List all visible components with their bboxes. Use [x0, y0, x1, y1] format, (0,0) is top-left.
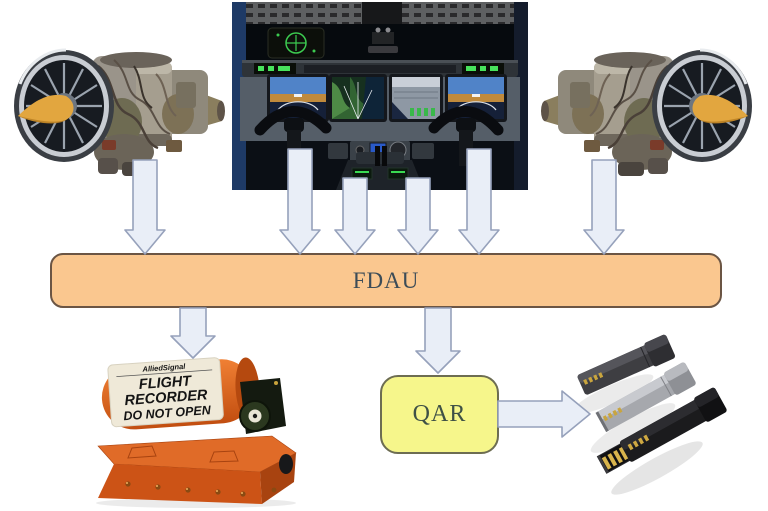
underwater-locator-beacon [239, 378, 286, 434]
fdau-box: FDAU [50, 253, 722, 308]
fdau-label: FDAU [352, 267, 420, 293]
cabin-wall-left [232, 2, 246, 190]
display-nav-map [329, 74, 387, 122]
jet-engine-right-photo [539, 48, 754, 178]
windshield-center-post [368, 27, 398, 53]
base-connector [279, 454, 293, 474]
recorder-brand: AlliedSignal [141, 362, 186, 374]
cockpit-panel-photo [232, 2, 528, 190]
usb-stick-dark-gray [577, 334, 676, 395]
usb-stick-black [596, 387, 727, 474]
glareshield [242, 60, 518, 77]
standby-compass [267, 27, 325, 59]
qar-label: QAR [412, 401, 467, 427]
recorder-label-line3: DO NOT OPEN [123, 403, 212, 423]
usb-drives-photo [573, 334, 727, 495]
qar-box: QAR [380, 375, 499, 454]
jet-engine-left-photo [12, 48, 227, 178]
recorder-label-line2: RECORDER [124, 387, 208, 409]
recorder-label-line1: FLIGHT [138, 373, 192, 393]
arrow-fdau-to-recorder [170, 307, 216, 359]
recorder-cylinder: AlliedSignal FLIGHT RECORDER DO NOT OPEN [101, 357, 260, 430]
usb-stick-silver [595, 362, 696, 433]
cabin-wall-right [514, 2, 528, 190]
flight-recorder-photo: AlliedSignal FLIGHT RECORDER DO NOT OPEN [96, 357, 297, 508]
recorder-base-tray [97, 435, 297, 504]
display-systems [389, 74, 443, 122]
overhead-panel [246, 2, 514, 24]
arrow-fdau-to-qar [415, 307, 461, 374]
